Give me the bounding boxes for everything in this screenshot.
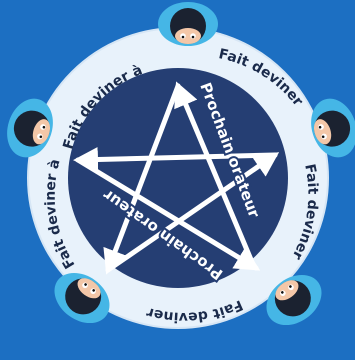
face (313, 119, 332, 145)
pupil (42, 125, 46, 129)
player-right (311, 98, 355, 158)
pupil (318, 125, 322, 129)
face (32, 119, 51, 145)
pupil (191, 35, 195, 39)
arrow-right-to-left (73, 146, 278, 172)
pupil (84, 283, 87, 286)
star-arrows (73, 81, 280, 275)
pupil (181, 35, 185, 39)
players (7, 2, 355, 326)
pupil (289, 285, 292, 288)
player-top (158, 2, 218, 46)
pupil (281, 291, 284, 294)
pupil (39, 135, 43, 139)
arrow-bottomleft-to-right (105, 152, 280, 273)
player-left (7, 98, 53, 158)
face (175, 28, 201, 44)
pupil (92, 289, 95, 292)
player-bottom-left (54, 272, 110, 324)
pupil (321, 135, 325, 139)
arrow-bottomright-to-top (174, 81, 255, 265)
arrow-left-to-bottomright (75, 157, 261, 271)
player-bottom-right (266, 274, 322, 326)
arrow-top-to-bottomleft (103, 83, 181, 275)
